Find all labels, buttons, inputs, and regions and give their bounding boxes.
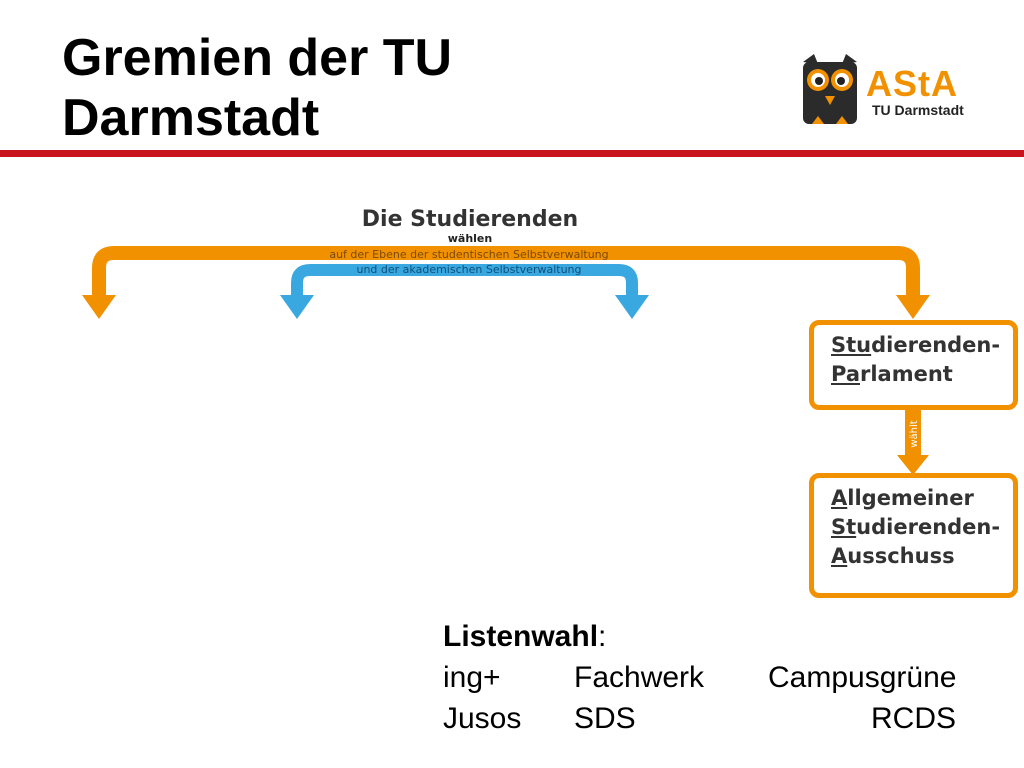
asta-box: Allgemeiner Studierenden- Ausschuss bbox=[809, 473, 1018, 598]
logo-subtitle: TU Darmstadt bbox=[872, 102, 964, 118]
logo-wordmark: AStA bbox=[866, 63, 958, 104]
blue-path-label: und der akademischen Selbstverwaltung bbox=[356, 263, 581, 276]
orange-arrow-left bbox=[82, 295, 116, 319]
blue-bracket bbox=[291, 264, 638, 295]
list-election-heading: Listenwahl: bbox=[443, 620, 607, 653]
list-item: SDS bbox=[574, 702, 636, 735]
list-row: ing+ Fachwerk Campusgrüne bbox=[443, 657, 1003, 698]
owl-icon bbox=[803, 54, 857, 124]
connector-arrow bbox=[897, 455, 929, 475]
asta-line-1: Allgemeiner bbox=[831, 486, 974, 510]
slide-title-line-1: Gremien der TU bbox=[62, 29, 453, 87]
connector-label: wählt bbox=[909, 420, 920, 448]
list-item: ing+ bbox=[443, 661, 501, 694]
asta-line-2: Studierenden- bbox=[831, 515, 1001, 539]
orange-bracket bbox=[92, 246, 920, 295]
slide-title: Gremien der TU Darmstadt bbox=[62, 28, 702, 148]
asta-line-3: Ausschuss bbox=[831, 544, 955, 568]
stupa-line-1: Studierenden- bbox=[831, 333, 1001, 357]
list-election: Listenwahl: ing+ Fachwerk Campusgrüne Ju… bbox=[443, 616, 1003, 739]
source-label: Die Studierenden bbox=[362, 207, 578, 232]
title-divider bbox=[0, 150, 1024, 157]
asta-logo bbox=[803, 54, 857, 124]
list-item: Campusgrüne bbox=[768, 661, 957, 694]
list-item: Jusos bbox=[443, 702, 522, 735]
stupa-line-2: Parlament bbox=[831, 362, 953, 386]
verb-label: wählen bbox=[448, 232, 492, 245]
connector-bar bbox=[905, 410, 921, 456]
list-item: RCDS bbox=[871, 702, 957, 735]
orange-arrow-right bbox=[896, 295, 930, 319]
blue-arrow-left bbox=[280, 295, 314, 319]
list-item: Fachwerk bbox=[574, 661, 705, 694]
slide-title-line-2: Darmstadt bbox=[62, 89, 320, 147]
list-row: Jusos SDS RCDS bbox=[443, 698, 1003, 739]
orange-path-label: auf der Ebene der studentischen Selbstve… bbox=[329, 248, 608, 261]
blue-arrow-right bbox=[615, 295, 649, 319]
studierendenparlament-box: Studierenden- Parlament bbox=[809, 320, 1018, 410]
